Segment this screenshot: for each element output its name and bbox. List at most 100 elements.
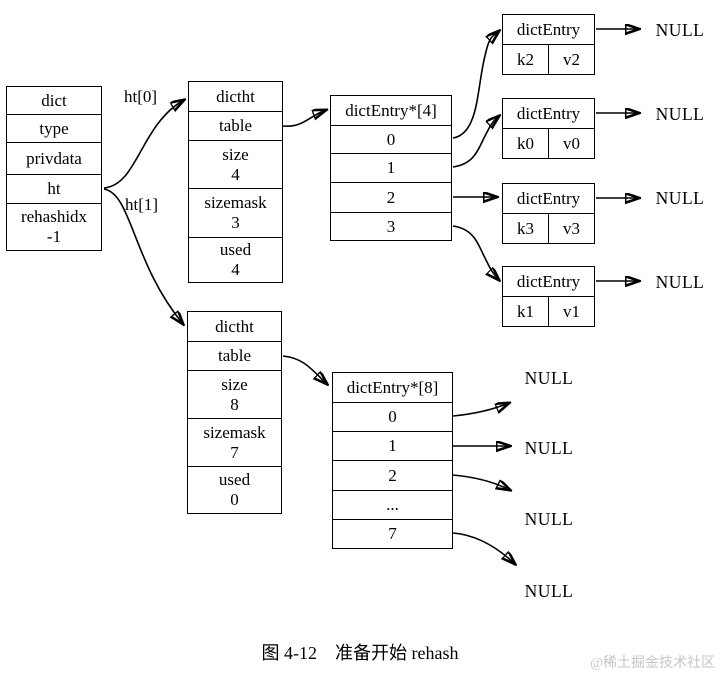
ht1-size-row: size 8 <box>188 370 281 418</box>
entry-k2v2-key: k2 <box>503 45 549 74</box>
bucket4-slot1-index: 1 <box>386 158 396 178</box>
dict-struct-box: dict type privdata ht rehashidx -1 <box>6 86 102 251</box>
bucket8-slot1-index: 1 <box>388 436 397 456</box>
ht0-sizemask-label: sizemask <box>204 193 267 213</box>
bucket8-ellipsis: ... <box>386 495 399 515</box>
ht0-title-row: dictht <box>189 82 282 111</box>
dict-privdata-label: privdata <box>26 148 82 168</box>
arrow-table0-to-bucket4 <box>282 110 326 127</box>
entry-k3v3-value: v3 <box>563 218 580 238</box>
ht0-used-row: used 4 <box>189 237 282 282</box>
ht1-title-row: dictht <box>188 312 281 341</box>
bucket8-slot-7: 7 <box>333 519 452 548</box>
ht1-size-label: size <box>221 374 248 394</box>
ht1-title: dictht <box>215 316 254 336</box>
entry-k1v1-box: dictEntry k1 v1 <box>502 266 595 327</box>
bucket8-slot7-index: 7 <box>388 524 397 544</box>
watermark-text: @稀土掘金技术社区 <box>590 656 715 671</box>
arrow-bucket8-slot2 <box>452 474 510 490</box>
dict-title-row: dict <box>7 87 101 114</box>
bucket4-slot3-index: 3 <box>386 216 396 236</box>
null-label-bucket8-7: NULL <box>524 581 574 601</box>
bucket4-slot-1: 1 <box>331 153 451 182</box>
entry-k0v0-header: dictEntry <box>516 103 581 123</box>
ht0-table-row: table <box>189 111 282 140</box>
bucket8-header-row: dictEntry*[8] <box>333 373 452 402</box>
arrow-bucket4-slot1 <box>452 116 499 168</box>
null-label-bucket8-1: NULL <box>524 438 574 458</box>
entry-k2v2-cells: k2 v2 <box>503 44 594 74</box>
dict-type-row: type <box>7 114 101 142</box>
bucket4-slot-0: 0 <box>331 125 451 153</box>
bucket4-box: dictEntry*[4] 0 1 2 3 <box>330 95 452 241</box>
bucket8-slot-ellipsis: ... <box>333 490 452 519</box>
ht0-sizemask-row: sizemask 3 <box>189 188 282 237</box>
dict-ht-row: ht <box>7 174 101 203</box>
entry-k0v0-cells: k0 v0 <box>503 128 594 158</box>
null-label-entry2: NULL <box>655 188 705 208</box>
null-label-bucket8-0: NULL <box>524 368 574 388</box>
bucket4-slot0-index: 0 <box>386 129 396 149</box>
bucket4-slot-2: 2 <box>331 182 451 212</box>
bucket8-slot2-index: 2 <box>388 465 397 485</box>
bucket8-slot0-index: 0 <box>388 407 397 427</box>
ht1-dictht-box: dictht table size 8 sizemask 7 used 0 <box>187 311 282 514</box>
entry-k2v2-value: v2 <box>563 49 580 69</box>
ht1-used-row: used 0 <box>188 466 281 513</box>
entry-k1v1-key: k1 <box>503 297 549 326</box>
ht1-sizemask-row: sizemask 7 <box>188 418 281 466</box>
bucket8-slot-0: 0 <box>333 402 452 431</box>
ht0-size-label: size <box>222 144 249 164</box>
ht0-pointer-label: ht[0] <box>124 87 158 106</box>
entry-k2v2-box: dictEntry k2 v2 <box>502 14 595 75</box>
ht1-pointer-label: ht[1] <box>125 195 159 214</box>
bucket8-slot-1: 1 <box>333 431 452 460</box>
ht0-title: dictht <box>216 86 255 106</box>
ht1-table-row: table <box>188 341 281 370</box>
ht1-sizemask-label: sizemask <box>203 422 266 442</box>
arrow-bucket4-slot3 <box>452 225 499 280</box>
entry-k1v1-cells: k1 v1 <box>503 296 594 326</box>
entry-k3v3-key: k3 <box>503 214 549 243</box>
bucket8-slot-2: 2 <box>333 460 452 490</box>
dict-type-label: type <box>39 118 69 138</box>
ht0-used-value: 4 <box>231 260 240 279</box>
arrow-ht0-pointer <box>103 100 184 189</box>
arrow-bucket8-slot0 <box>452 403 509 417</box>
entry-k1v1-header: dictEntry <box>516 271 581 291</box>
rehashidx-value: -1 <box>46 227 62 246</box>
ht0-used-label: used <box>219 240 252 260</box>
arrow-bucket8-slot7 <box>452 532 515 564</box>
entry-k2v2-header: dictEntry <box>516 19 581 39</box>
ht1-size-value: 8 <box>230 394 239 414</box>
ht0-size-value: 4 <box>231 164 240 184</box>
bucket4-header: dictEntry*[4] <box>345 100 437 120</box>
arrow-bucket4-slot0 <box>452 31 499 139</box>
null-label-entry0: NULL <box>655 20 705 40</box>
bucket8-header: dictEntry*[8] <box>346 377 439 397</box>
bucket4-slot2-index: 2 <box>386 187 396 207</box>
ht1-table-label: table <box>217 346 252 366</box>
null-label-entry3: NULL <box>655 272 705 292</box>
rehashidx-label: rehashidx <box>20 207 88 227</box>
ht1-sizemask-value: 7 <box>230 442 239 462</box>
dict-privdata-row: privdata <box>7 142 101 174</box>
entry-k1v1-value: v1 <box>563 301 580 321</box>
figure-caption: 图 4-12 准备开始 rehash <box>261 643 459 663</box>
ht0-sizemask-value: 3 <box>231 213 240 232</box>
bucket8-box: dictEntry*[8] 0 1 2 ... 7 <box>332 372 453 549</box>
entry-k3v3-cells: k3 v3 <box>503 213 594 243</box>
bucket4-header-row: dictEntry*[4] <box>331 96 451 125</box>
ht1-used-value: 0 <box>230 490 239 509</box>
null-label-bucket8-2: NULL <box>524 509 574 529</box>
ht0-size-row: size 4 <box>189 140 282 188</box>
entry-k0v0-box: dictEntry k0 v0 <box>502 98 595 159</box>
ht0-table-label: table <box>218 116 253 136</box>
null-label-entry1: NULL <box>655 104 705 124</box>
bucket4-slot-3: 3 <box>331 212 451 240</box>
entry-k0v0-key: k0 <box>503 129 549 158</box>
entry-k3v3-header: dictEntry <box>516 188 581 208</box>
entry-k3v3-box: dictEntry k3 v3 <box>502 183 595 244</box>
ht0-dictht-box: dictht table size 4 sizemask 3 used 4 <box>188 81 283 283</box>
